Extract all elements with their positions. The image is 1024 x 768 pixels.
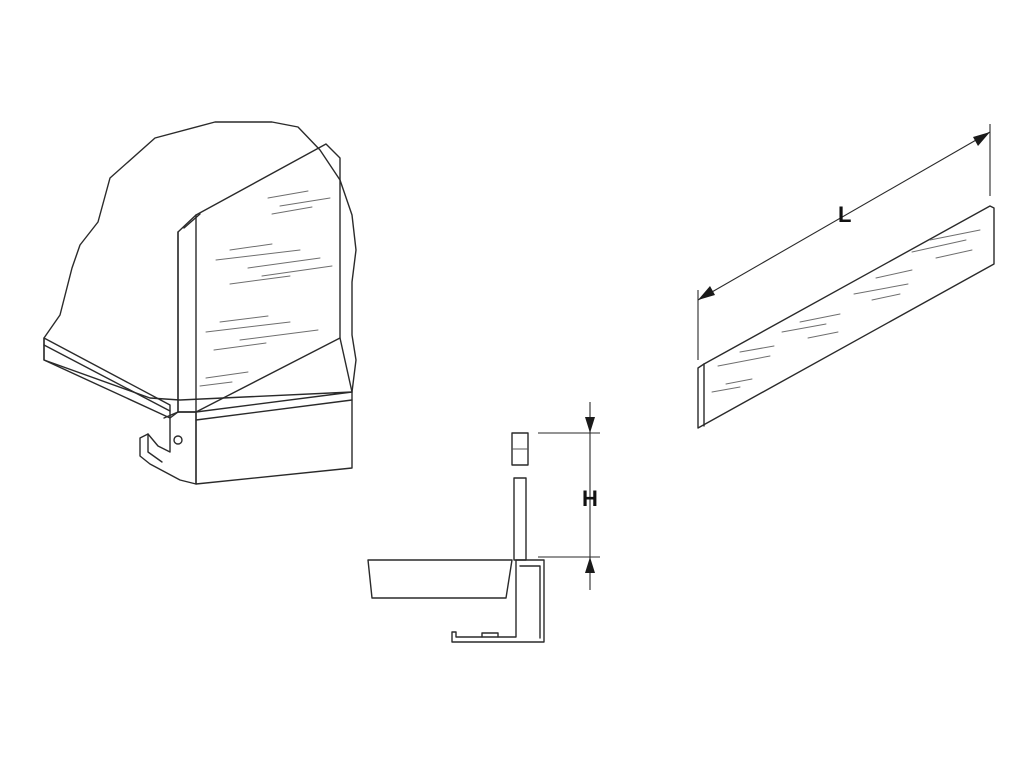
divider-lower [513,477,527,561]
panel-reflection-lines [199,190,333,387]
l-dimension-line [697,131,991,301]
l-arrow-right [973,132,990,146]
height-label: H [582,486,598,511]
l-arrow-left [698,286,715,300]
height-dimension: H [538,402,600,590]
divider-panel-long-view [697,205,995,429]
shelf-section [367,559,513,599]
length-label: L [838,202,851,227]
shelf-surface [43,121,357,401]
divider-panel [177,143,341,413]
bracket-hook [139,411,197,485]
h-arrow-bottom [585,557,595,573]
long-panel-reflection-lines [711,229,981,393]
mounting-bracket [195,391,353,485]
length-dimension: L [697,124,991,360]
profile-section-view [367,432,545,643]
h-arrow-top [585,417,595,433]
isometric-shelf-detail [43,121,357,485]
bracket-hole [173,435,183,445]
long-panel [697,205,995,429]
bracket-section [451,559,545,643]
